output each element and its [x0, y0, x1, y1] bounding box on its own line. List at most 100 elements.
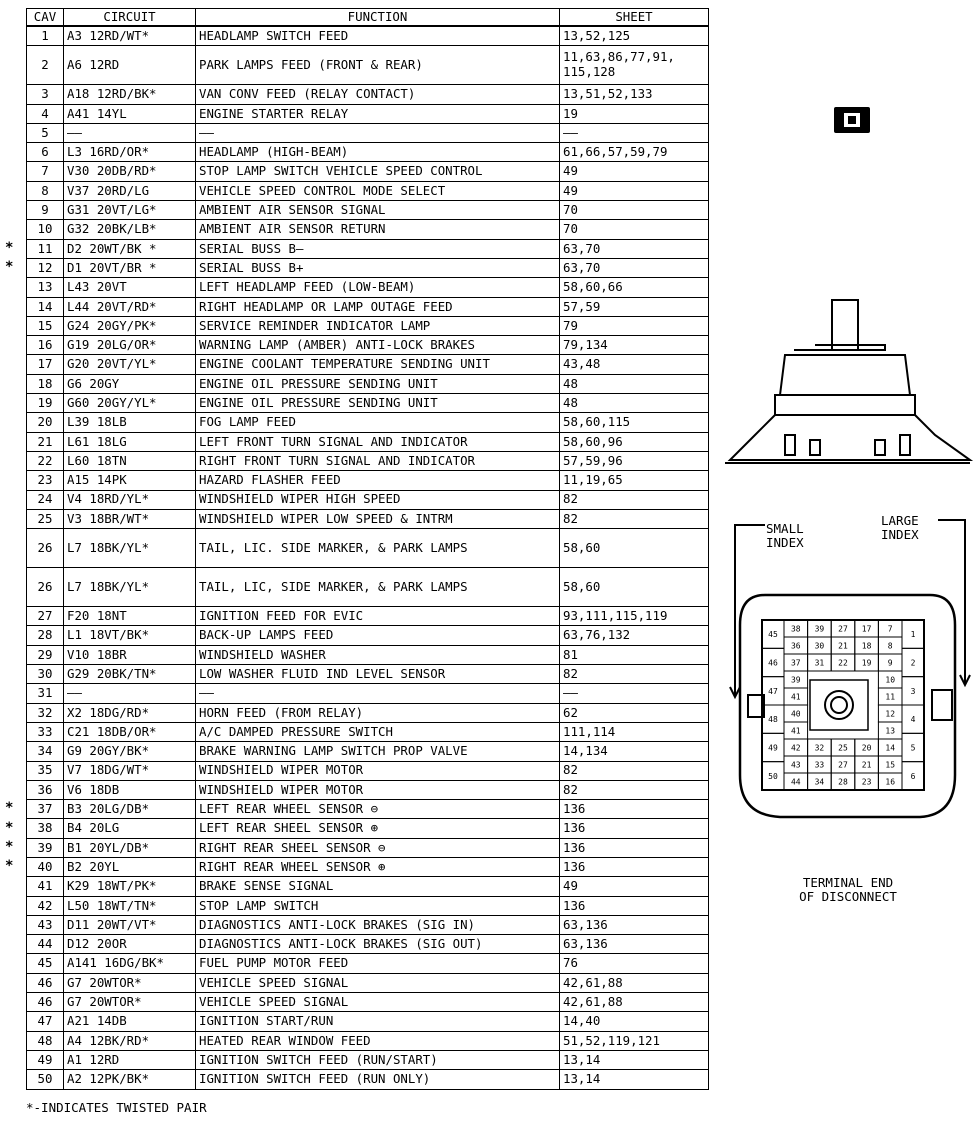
cell-sheet: 63,76,132 — [559, 625, 709, 646]
cell-cav: 33 — [26, 721, 64, 743]
terminal-label: 27 — [838, 625, 848, 634]
cell-cav: 34 — [26, 741, 64, 762]
cell-sheet: 14,40 — [559, 1011, 709, 1032]
cell-cav: 49 — [26, 1049, 64, 1071]
cell-sheet: 82 — [559, 508, 709, 530]
cell-function: RIGHT REAR SHEEL SENSOR ⊖ — [195, 837, 560, 858]
cell-cav: 29 — [26, 644, 64, 666]
header-circuit: CIRCUIT — [63, 8, 196, 27]
terminal-label: 18 — [862, 642, 872, 651]
cell-sheet: 51,52,119,121 — [559, 1030, 709, 1051]
terminal-label: 20 — [862, 744, 872, 753]
cell-function: WINDSHIELD WIPER HIGH SPEED — [195, 489, 560, 510]
cell-function: IGNITION FEED FOR EVIC — [195, 606, 560, 627]
twisted-pair-marker: * — [5, 838, 14, 855]
cell-function: IGNITION SWITCH FEED (RUN/START) — [195, 1049, 560, 1071]
cell-circuit: A15 14PK — [63, 470, 196, 491]
cell-sheet: 136 — [559, 818, 709, 839]
cell-circuit: L61 18LG — [63, 431, 196, 452]
cell-function: BACK-UP LAMPS FEED — [195, 625, 560, 646]
table-row: 5—————— — [26, 122, 709, 144]
cell-function: WINDSHIELD WASHER — [195, 644, 560, 666]
cell-cav: 31 — [26, 683, 64, 704]
cell-sheet: 63,70 — [559, 238, 709, 259]
cell-cav: 19 — [26, 393, 64, 414]
cell-cav: 44 — [26, 934, 64, 955]
cell-circuit: G7 20WTOR* — [63, 972, 196, 994]
header-function: FUNCTION — [195, 8, 560, 27]
twisted-pair-marker: * — [5, 800, 14, 817]
cell-sheet: 81 — [559, 644, 709, 666]
cell-cav: 40 — [26, 856, 64, 878]
table-row: 31—————— — [26, 683, 709, 704]
cell-sheet: 136 — [559, 837, 709, 858]
cell-cav: 45 — [26, 953, 64, 974]
large-index-label: LARGE INDEX — [881, 513, 919, 543]
cell-sheet: 13,14 — [559, 1049, 709, 1071]
cell-function: PARK LAMPS FEED (FRONT & REAR) — [195, 45, 560, 86]
twisted-pair-marker: * — [5, 858, 14, 875]
cell-cav: 36 — [26, 779, 64, 801]
cell-function: RIGHT REAR WHEEL SENSOR ⊕ — [195, 856, 560, 878]
cell-cav: 47 — [26, 1011, 64, 1032]
terminal-label: 28 — [838, 778, 848, 787]
terminal-label: 3 — [911, 687, 916, 696]
cell-circuit: A141 16DG/BK* — [63, 953, 196, 974]
terminal-label: 17 — [862, 625, 872, 634]
terminal-label: 45 — [768, 630, 778, 639]
cell-cav: 48 — [26, 1030, 64, 1051]
cell-function: IGNITION START/RUN — [195, 1011, 560, 1032]
cell-function: LEFT HEADLAMP FEED (LOW-BEAM) — [195, 277, 560, 298]
cell-cav: 28 — [26, 625, 64, 646]
cell-circuit: G6 20GY — [63, 373, 196, 395]
cell-sheet: 14,134 — [559, 741, 709, 762]
cell-function: HEADLAMP SWITCH FEED — [195, 25, 560, 47]
cell-function: TAIL, LIC, SIDE MARKER, & PARK LAMPS — [195, 567, 560, 608]
terminal-label: 10 — [885, 676, 895, 685]
cell-cav: 1 — [26, 25, 64, 47]
cell-cav: 43 — [26, 914, 64, 936]
cell-sheet: 42,61,88 — [559, 992, 709, 1013]
twisted-pair-marker: * — [5, 259, 14, 276]
terminal-label: 14 — [885, 744, 895, 753]
cell-circuit: G29 20BK/TN* — [63, 664, 196, 685]
cell-cav: 37 — [26, 799, 64, 820]
cell-function: STOP LAMP SWITCH VEHICLE SPEED CONTROL — [195, 161, 560, 182]
terminal-label: 39 — [791, 676, 801, 685]
cell-cav: 7 — [26, 161, 64, 182]
twisted-pair-marker: * — [5, 239, 14, 256]
terminal-label: 40 — [791, 710, 801, 719]
cell-sheet: 79,134 — [559, 335, 709, 356]
cell-circuit: B1 20YL/DB* — [63, 837, 196, 858]
cell-cav: 13 — [26, 277, 64, 298]
cell-cav: 46 — [26, 972, 64, 994]
cell-sheet: 63,136 — [559, 914, 709, 936]
cell-function: STOP LAMP SWITCH — [195, 895, 560, 916]
terminal-label: 19 — [862, 659, 872, 668]
cell-cav: 25 — [26, 508, 64, 530]
connector-tab-icon — [834, 107, 870, 133]
cell-sheet: 43,48 — [559, 354, 709, 375]
cell-circuit: L3 16RD/OR* — [63, 142, 196, 163]
large-index-key — [931, 689, 953, 721]
